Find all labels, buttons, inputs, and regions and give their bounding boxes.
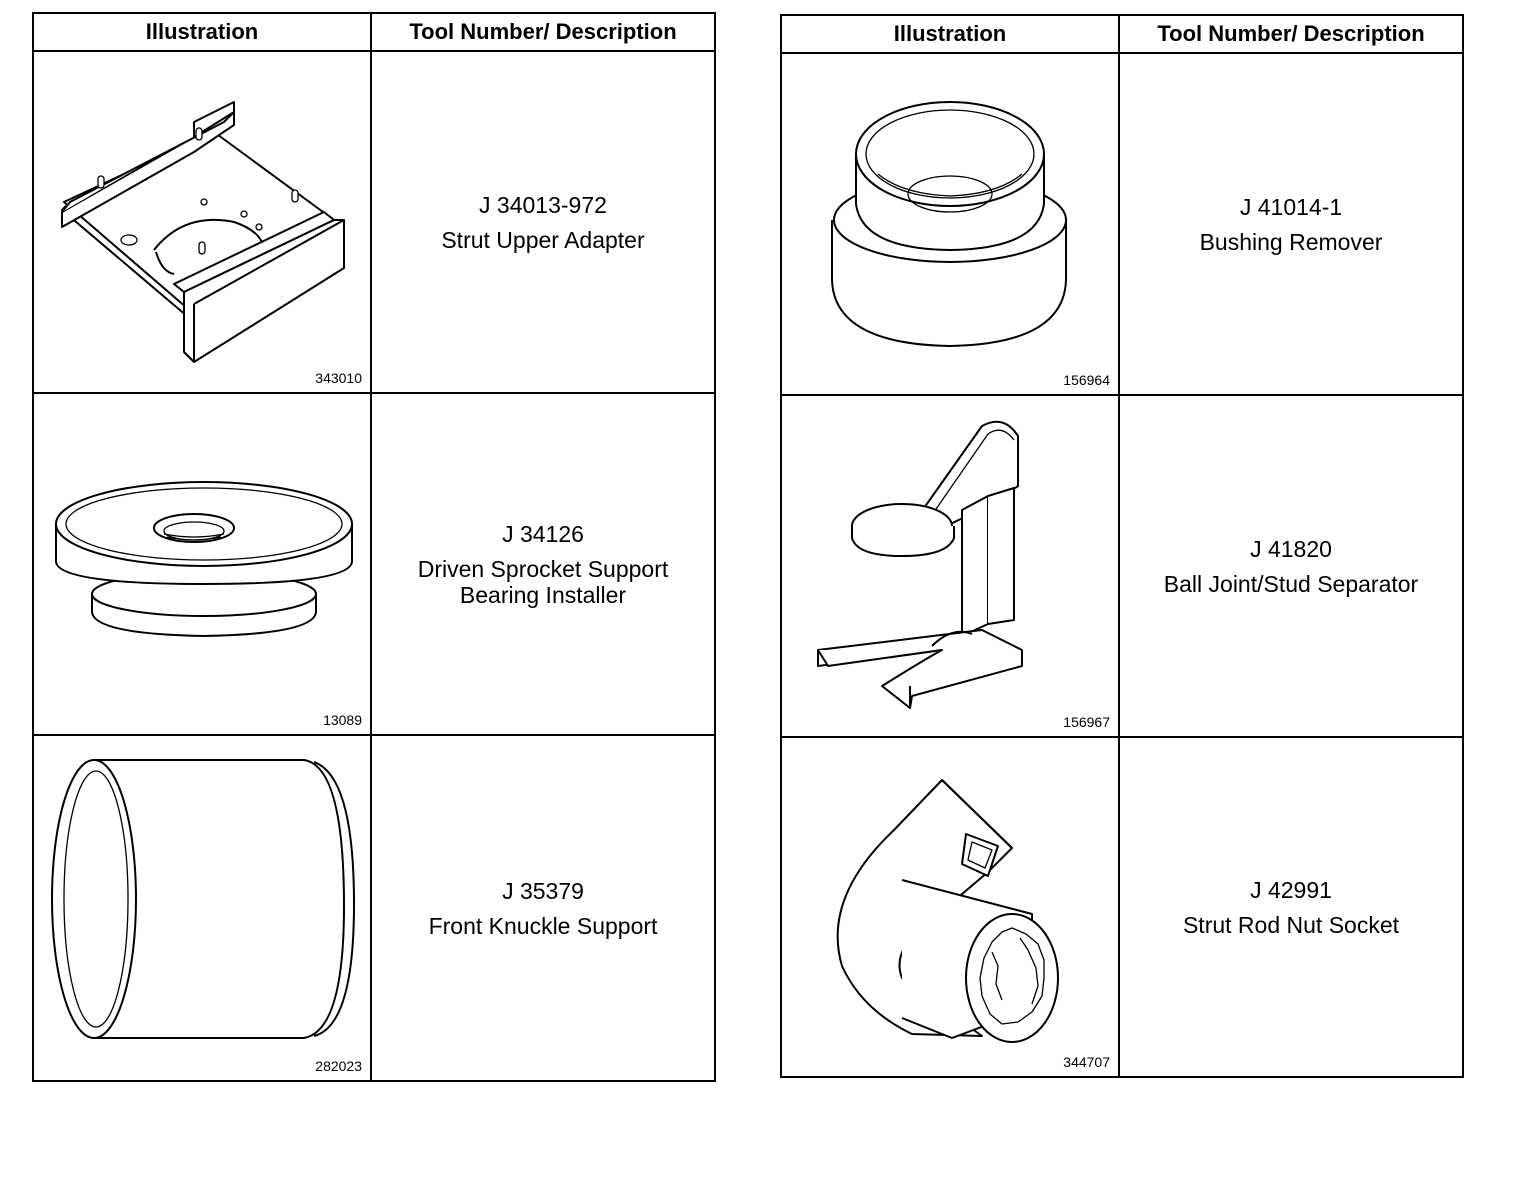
tool-table-right: Illustration Tool Number/ Description xyxy=(780,14,1464,1078)
table-header-row: Illustration Tool Number/ Description xyxy=(780,14,1464,54)
illustration-cell: 344707 xyxy=(780,736,1120,1078)
tool-description-header: Tool Number/ Description xyxy=(370,12,716,52)
tool-description: Ball Joint/Stud Separator xyxy=(1163,570,1419,597)
figure-number: 13089 xyxy=(323,712,362,728)
figure-number: 156964 xyxy=(1063,372,1110,388)
figure-number: 343010 xyxy=(315,370,362,386)
tool-number: J 41014-1 xyxy=(1239,193,1343,220)
tool-description: Driven Sprocket Support Bearing Installe… xyxy=(417,555,669,608)
table-row: 13089 J 34126 Driven Sprocket Support Be… xyxy=(32,392,716,736)
bearing-installer-icon xyxy=(55,481,353,637)
strut-rod-nut-socket-icon xyxy=(836,779,1059,1043)
description-cell: J 34126 Driven Sprocket Support Bearing … xyxy=(370,392,716,736)
description-cell: J 41820 Ball Joint/Stud Separator xyxy=(1118,394,1464,738)
description-cell: J 42991 Strut Rod Nut Socket xyxy=(1118,736,1464,1078)
table-header-row: Illustration Tool Number/ Description xyxy=(32,12,716,52)
tool-number: J 42991 xyxy=(1250,876,1332,903)
tool-number: J 41820 xyxy=(1250,535,1332,562)
bushing-remover-icon xyxy=(831,101,1067,347)
figure-number: 344707 xyxy=(1063,1054,1110,1070)
illustration-cell: 13089 xyxy=(32,392,372,736)
tool-number: J 34126 xyxy=(502,520,584,547)
knuckle-support-icon xyxy=(51,759,355,1039)
table-row: 282023 J 35379 Front Knuckle Support xyxy=(32,734,716,1082)
ball-joint-separator-icon xyxy=(817,420,1023,709)
illustration-header: Illustration xyxy=(780,14,1120,54)
table-row: 156967 J 41820 Ball Joint/Stud Separator xyxy=(780,394,1464,738)
tool-number: J 35379 xyxy=(502,877,584,904)
table-row: 156964 J 41014-1 Bushing Remover xyxy=(780,52,1464,396)
tool-description: Strut Upper Adapter xyxy=(441,226,645,253)
description-cell: J 34013-972 Strut Upper Adapter xyxy=(370,50,716,394)
illustration-cell: 156964 xyxy=(780,52,1120,396)
illustration-header: Illustration xyxy=(32,12,372,52)
illustration-cell: 156967 xyxy=(780,394,1120,738)
figure-number: 282023 xyxy=(315,1058,362,1074)
description-cell: J 35379 Front Knuckle Support xyxy=(370,734,716,1082)
table-row: 344707 J 42991 Strut Rod Nut Socket xyxy=(780,736,1464,1078)
tool-table-left: Illustration Tool Number/ Description xyxy=(32,12,716,1082)
tool-description: Front Knuckle Support xyxy=(428,912,658,939)
tool-number: J 34013-972 xyxy=(479,191,607,218)
figure-number: 156967 xyxy=(1063,714,1110,730)
tool-description-header: Tool Number/ Description xyxy=(1118,14,1464,54)
tool-description: Bushing Remover xyxy=(1199,228,1383,255)
tool-description: Strut Rod Nut Socket xyxy=(1182,911,1400,938)
illustration-cell: 343010 xyxy=(32,50,372,394)
illustration-cell: 282023 xyxy=(32,734,372,1082)
table-row: 343010 J 34013-972 Strut Upper Adapter xyxy=(32,50,716,394)
description-cell: J 41014-1 Bushing Remover xyxy=(1118,52,1464,396)
strut-upper-adapter-icon xyxy=(61,101,345,363)
